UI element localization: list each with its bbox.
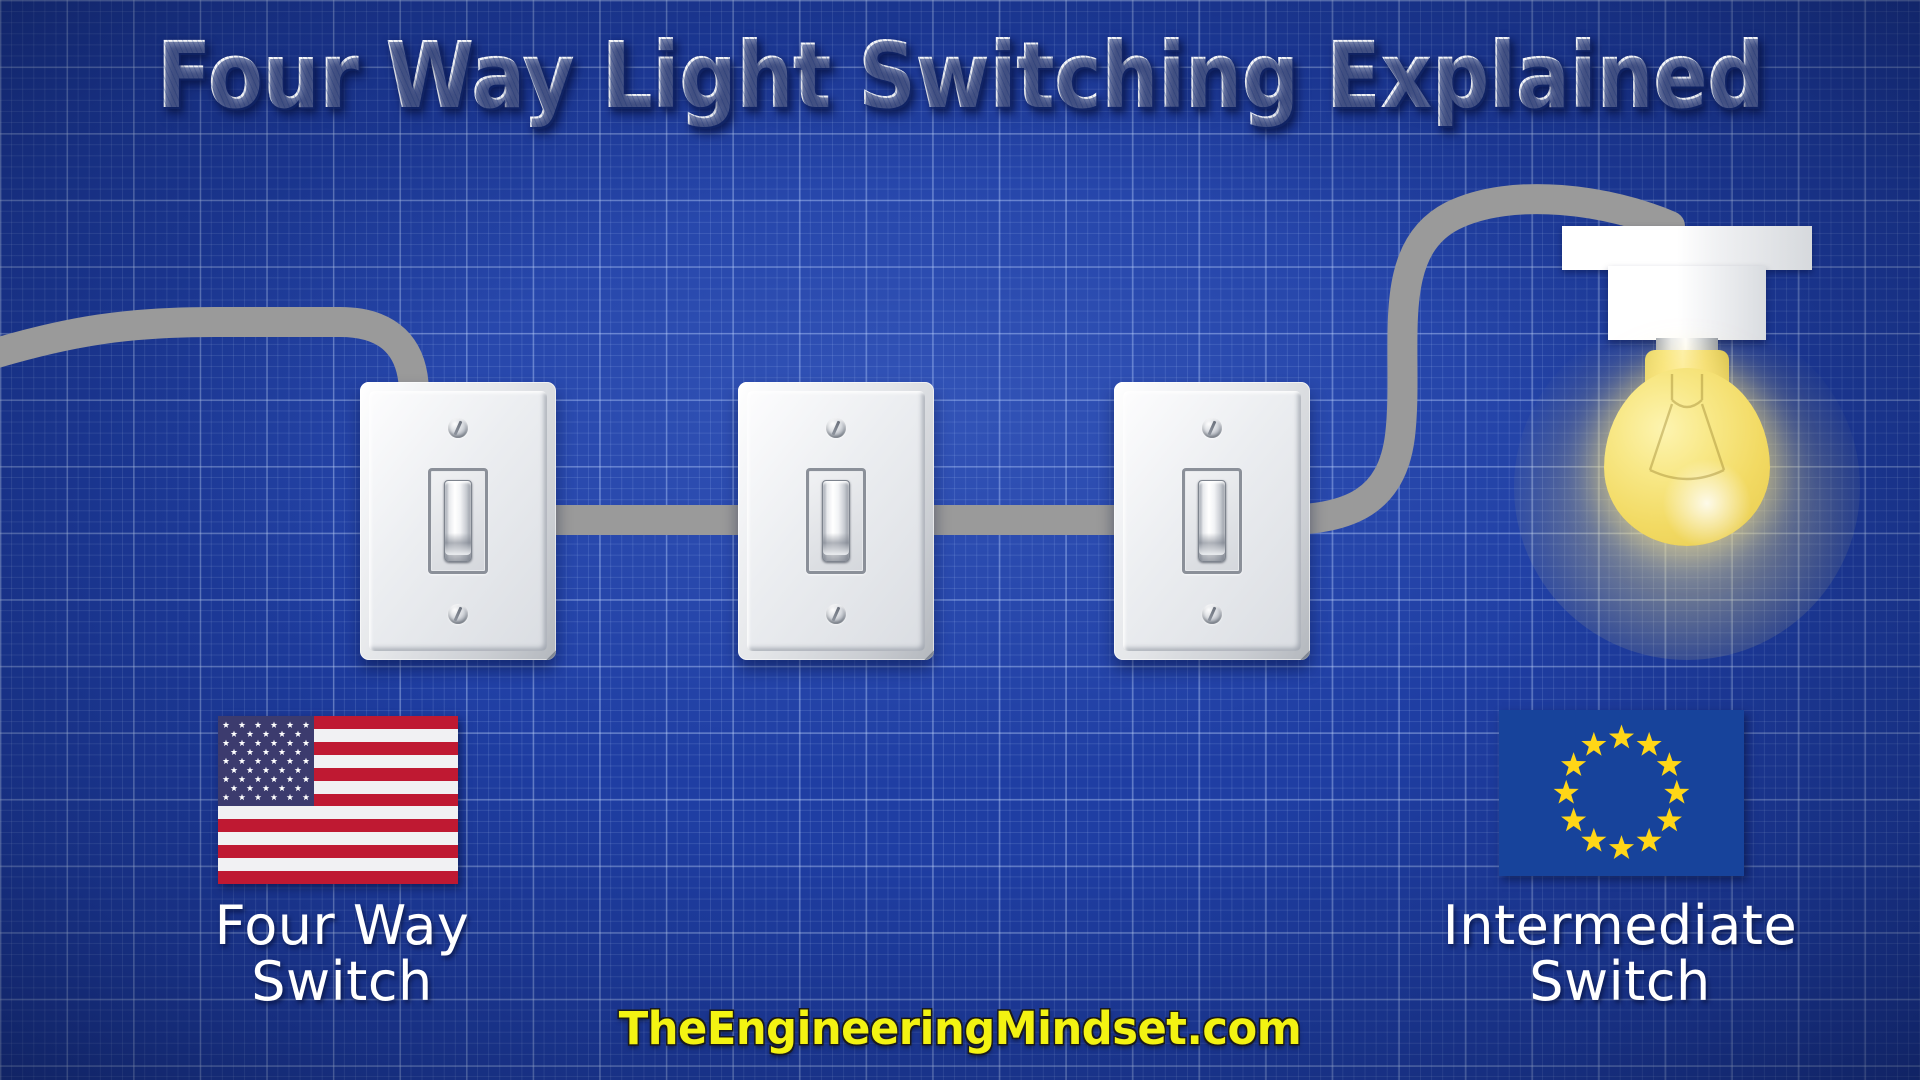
caption-four-way-switch: Four Way Switch: [92, 898, 592, 1009]
page-title: Four Way Light Switching Explained: [115, 22, 1805, 129]
faceplate-screw-top: [826, 418, 846, 438]
toggle-recess: [1182, 468, 1242, 574]
faceplate-screw-bottom: [1202, 604, 1222, 624]
european-union-flag: [1499, 710, 1744, 876]
light-switch-middle[interactable]: [738, 382, 934, 660]
toggle-recess: [428, 468, 488, 574]
light-switch-right[interactable]: [1114, 382, 1310, 660]
ceiling-light: [1514, 226, 1860, 660]
caption-intermediate-switch: Intermediate Switch: [1370, 898, 1870, 1009]
site-watermark: TheEngineeringMindset.com: [618, 1002, 1302, 1055]
toggle-lever[interactable]: [444, 480, 472, 562]
wire-supply-left: [0, 307, 429, 485]
caption-right-line2: Switch: [1529, 949, 1711, 1013]
caption-left-line2: Switch: [251, 949, 433, 1013]
bulb-filament-icon: [1648, 374, 1726, 481]
toggle-lever[interactable]: [1198, 480, 1226, 562]
faceplate-screw-bottom: [826, 604, 846, 624]
us-flag-stars-icon: [222, 721, 310, 801]
faceplate-screw-top: [1202, 418, 1222, 438]
toggle-lever[interactable]: [822, 480, 850, 562]
wire-switch3-lamp: [1265, 184, 1685, 535]
ceiling-plate: [1562, 226, 1812, 270]
caption-right-line1: Intermediate: [1442, 894, 1798, 957]
toggle-recess: [806, 468, 866, 574]
faceplate-screw-bottom: [448, 604, 468, 624]
light-switch-left[interactable]: [360, 382, 556, 660]
united-states-flag: [218, 716, 458, 884]
faceplate-screw-top: [448, 418, 468, 438]
bulb-glass: [1604, 368, 1770, 546]
eu-flag-stars-icon: [1553, 724, 1690, 859]
caption-left-line1: Four Way: [214, 894, 470, 957]
ceiling-rose: [1608, 266, 1766, 340]
light-bulb: [1604, 350, 1770, 546]
